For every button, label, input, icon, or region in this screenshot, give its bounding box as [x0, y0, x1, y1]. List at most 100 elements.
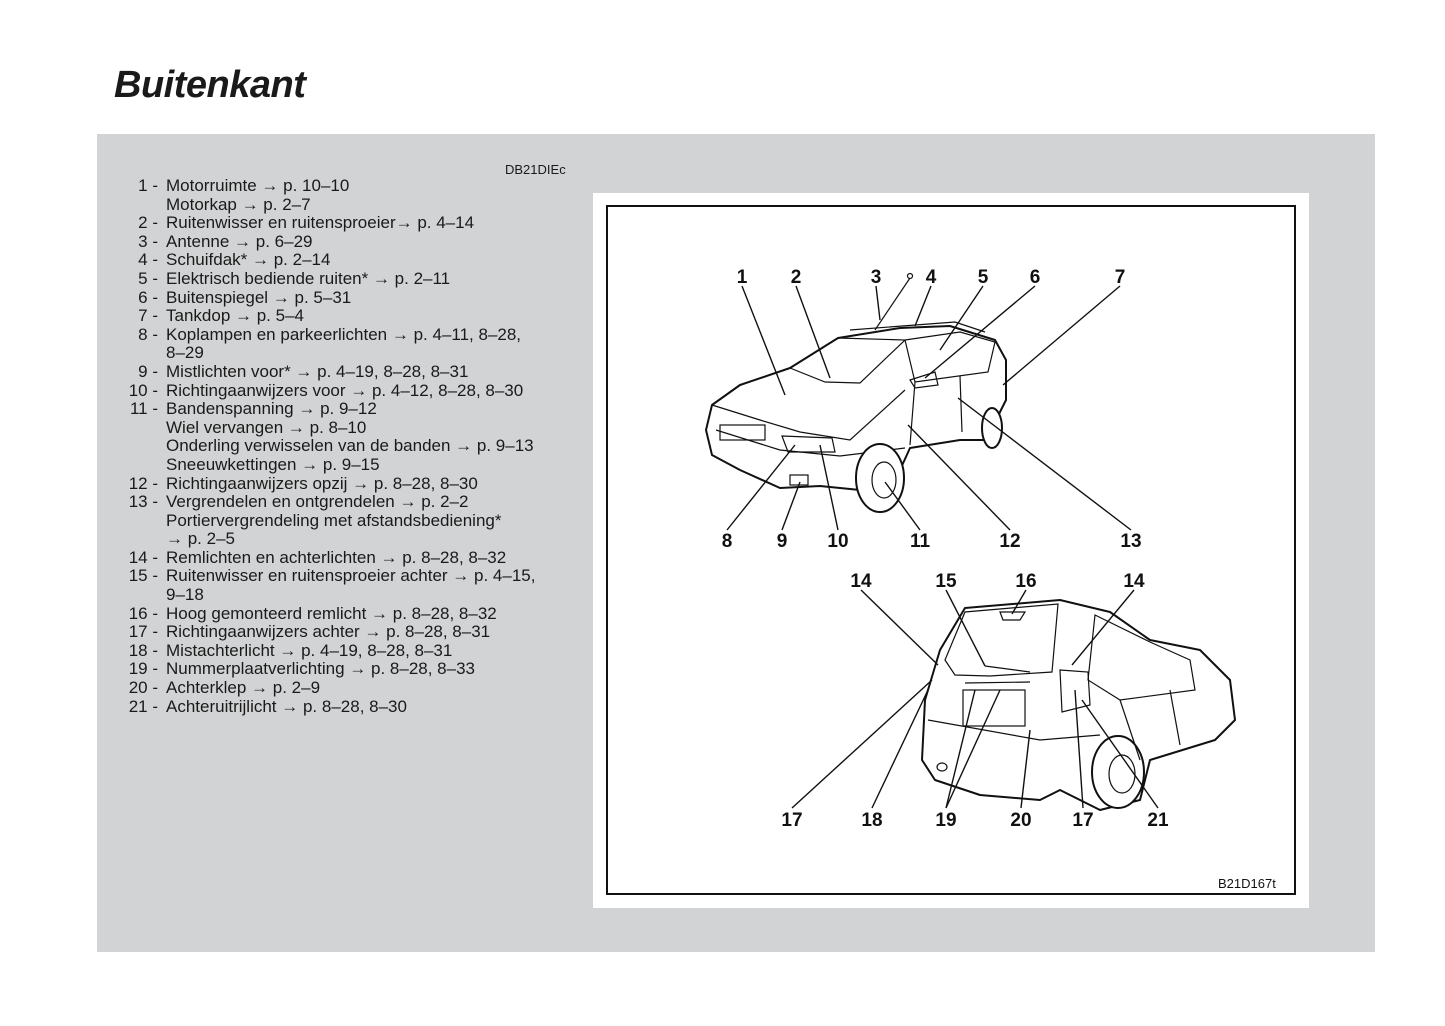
item-text: Hoog gemonteerd remlicht → p. 8–28, 8–32	[166, 603, 497, 623]
list-item: 2 - Ruitenwisser en ruitensproeier→ p. 4–…	[120, 214, 535, 233]
list-item: 1 - Motorruimte → p. 10–10	[120, 176, 535, 196]
callout-labels: 1 2 3 4 5 6 7 8 9 10 11 12 13 14 15 16 1…	[722, 267, 1276, 891]
list-item-continuation: Portiervergrendeling met afstandsbedieni…	[120, 510, 535, 531]
item-text: Motorkap → p. 2–7	[166, 194, 311, 214]
page-title: Buitenkant	[114, 64, 306, 106]
section-code: DB21DIEc	[505, 162, 566, 177]
list-item-continuation: Onderling verwisselen van de banden → p.…	[120, 437, 535, 456]
callout-6: 6	[1030, 267, 1041, 288]
item-number: 3 -	[138, 231, 158, 251]
item-text: Elektrisch bediende ruiten* → p. 2–11	[166, 268, 451, 288]
item-number: 12 -	[128, 473, 158, 493]
callout-7: 7	[1115, 267, 1126, 288]
list-item: 10 - Richtingaanwijzers voor → p. 4–12, 8…	[120, 380, 535, 401]
callout-5: 5	[978, 267, 989, 288]
item-text: Buitenspiegel → p. 5–31	[166, 287, 352, 307]
callout-4: 4	[926, 267, 937, 288]
list-item: 17 - Richtingaanwijzers achter → p. 8–28,…	[120, 623, 535, 642]
item-number: 2 -	[138, 213, 158, 233]
list-item: 21 - Achteruitrijlicht → p. 8–28, 8–30	[120, 696, 535, 717]
list-item: 7 -Tankdop → p. 5–4	[120, 307, 535, 326]
callout-14-left: 14	[850, 571, 872, 592]
list-item-continuation: Sneeuwkettingen → p. 9–15	[120, 454, 535, 475]
list-item: 18 - Mistachterlicht → p. 4–19, 8–28, 8–3…	[120, 640, 535, 661]
list-item-continuation: 8–29	[120, 344, 535, 363]
list-item: 6 - Buitenspiegel → p. 5–31	[120, 287, 535, 308]
list-item: 16 - Hoog gemonteerd remlicht → p. 8–28, …	[120, 603, 535, 624]
callout-11: 11	[910, 531, 931, 552]
item-text: Ruitenwisser en ruitensproeier→ p. 4–14	[166, 213, 475, 233]
item-text: Schuifdak* → p. 2–14	[166, 250, 331, 270]
front-car-drawing	[705, 272, 1007, 513]
item-number: 17 -	[128, 622, 158, 642]
item-text: Portiervergrendeling met afstandsbedieni…	[166, 510, 502, 530]
figure-code: B21D167t	[1218, 876, 1276, 891]
item-text: Achterklep → p. 2–9	[166, 678, 321, 698]
item-text: Motorruimte → p. 10–10	[166, 176, 350, 195]
item-text: Bandenspanning → p. 9–12	[166, 399, 377, 419]
callout-16: 16	[1015, 571, 1036, 592]
item-text: Richtingaanwijzers voor → p. 4–12, 8–28,…	[166, 380, 524, 400]
item-text: Nummerplaatverlichting → p. 8–28, 8–33	[166, 659, 475, 679]
item-number: 9 -	[138, 361, 158, 381]
list-item: 3 - Antenne → p. 6–29	[120, 231, 535, 252]
list-item: 14 - Remlichten en achterlichten → p. 8–2…	[120, 547, 535, 568]
item-number: 13 -	[128, 492, 158, 512]
item-number: 4 -	[138, 250, 158, 270]
item-text: → p. 2–5	[166, 529, 235, 549]
item-number: 16 -	[128, 603, 158, 623]
item-number: 15 -	[128, 566, 158, 586]
callout-20: 20	[1010, 810, 1031, 831]
callout-17-right: 17	[1072, 810, 1093, 831]
item-text: 9–18	[166, 585, 204, 605]
callout-18: 18	[861, 810, 882, 831]
item-text: Mistachterlicht → p. 4–19, 8–28, 8–31	[166, 640, 453, 660]
list-item: 19 -Nummerplaatverlichting → p. 8–28, 8–…	[120, 660, 535, 679]
item-text: Vergrendelen en ontgrendelen → p. 2–2	[166, 492, 469, 512]
list-item-continuation: Motorkap → p. 2–7	[120, 194, 535, 215]
list-item: 12 - Richtingaanwijzers opzij → p. 8–28, …	[120, 473, 535, 494]
list-item: 4 - Schuifdak* → p. 2–14	[120, 251, 535, 270]
item-text: Koplampen en parkeerlichten → p. 4–11, 8…	[166, 324, 522, 344]
callout-14-right: 14	[1123, 571, 1145, 592]
list-item: 13 - Vergrendelen en ontgrendelen → p. 2–…	[120, 492, 535, 512]
item-text: Achteruitrijlicht → p. 8–28, 8–30	[166, 696, 407, 716]
item-text: Mistlichten voor* → p. 4–19, 8–28, 8–31	[166, 361, 469, 381]
item-text: Tankdop → p. 5–4	[166, 306, 304, 326]
item-text: Sneeuwkettingen → p. 9–15	[166, 454, 380, 474]
callout-15: 15	[935, 571, 957, 592]
item-text: 8–29	[166, 343, 204, 363]
item-text: Antenne → p. 6–29	[166, 231, 313, 251]
item-number: 6 -	[138, 287, 158, 307]
callout-17-left: 17	[781, 810, 802, 831]
leader-lines	[726, 285, 1159, 809]
callout-3: 3	[871, 267, 882, 288]
callout-1: 1	[737, 267, 748, 288]
item-text: Richtingaanwijzers opzij → p. 8–28, 8–30	[166, 473, 478, 493]
callout-12: 12	[999, 531, 1020, 552]
item-number: 20 -	[128, 678, 158, 698]
list-item: 8 -Koplampen en parkeerlichten → p. 4–11…	[120, 324, 535, 345]
callout-9: 9	[777, 531, 788, 552]
item-number: 11 -	[129, 399, 158, 419]
list-item: 11 - Bandenspanning → p. 9–12	[120, 400, 535, 419]
item-text: Richtingaanwijzers achter → p. 8–28, 8–3…	[166, 622, 491, 642]
list-item-continuation: Wiel vervangen → p. 8–10	[120, 417, 535, 438]
callout-2: 2	[791, 267, 802, 288]
figure-frame	[606, 205, 1296, 895]
item-number: 18 -	[128, 640, 158, 660]
item-text: Remlichten en achterlichten → p. 8–28, 8…	[166, 547, 507, 567]
list-item: 15 - Ruitenwisser en ruitensproeier achte…	[120, 566, 536, 586]
item-number: 1 -	[138, 176, 158, 195]
list-item: 9 - Mistlichten voor* → p. 4–19, 8–28, 8–…	[120, 361, 535, 382]
list-item-continuation: → p. 2–5	[120, 530, 535, 549]
item-text: Wiel vervangen → p. 8–10	[166, 417, 367, 437]
list-item-continuation: 9–18	[120, 585, 535, 605]
item-number: 10 -	[128, 380, 158, 400]
item-number: 21 -	[128, 696, 158, 716]
item-number: 14 -	[128, 547, 158, 567]
item-text: Ruitenwisser en ruitensproeier achter → …	[166, 566, 536, 586]
callout-8: 8	[722, 531, 733, 552]
callout-21: 21	[1147, 810, 1169, 831]
